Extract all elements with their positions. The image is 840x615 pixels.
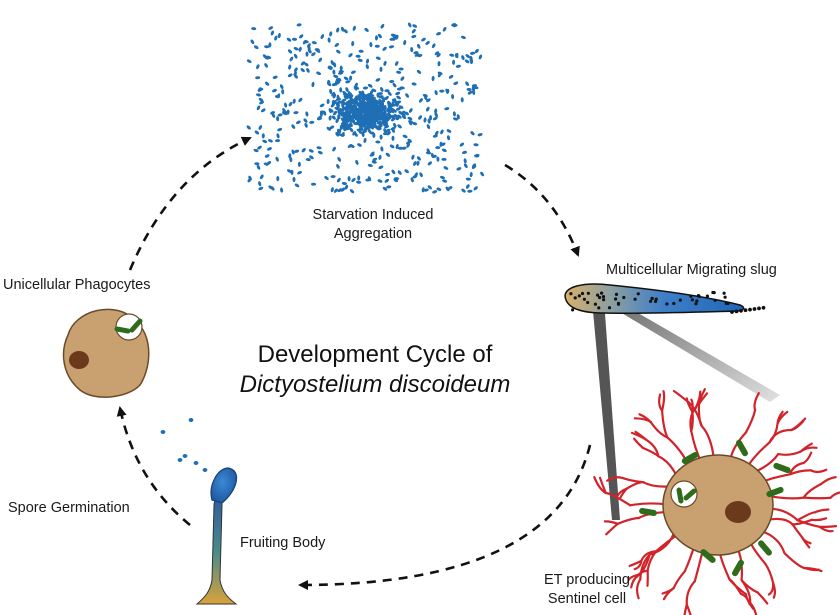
sentinel-label-line2: Sentinel cell	[547, 591, 627, 607]
aggregation-label-line1: Starvation Induced	[312, 207, 434, 223]
sentinel-label-line1: ET producing	[544, 572, 630, 588]
figure-title-line2: Dictyostelium discoideum	[239, 371, 511, 398]
spores-icon	[160, 418, 208, 472]
figure-title: Development Cycle of Dictyostelium disco…	[195, 340, 555, 400]
arrow-fruiting-to-phagocyte	[116, 406, 191, 527]
cycle-arrows	[116, 136, 592, 590]
arrow-phagocyte-to-aggregation	[128, 136, 252, 271]
figure-title-line1: Development Cycle of	[257, 341, 493, 368]
aggregation-label: Starvation Induced Aggregation	[293, 206, 453, 244]
migrating-slug-icon	[564, 283, 766, 315]
aggregate-cluster-icon	[246, 22, 485, 194]
slug-label: Multicellular Migrating slug	[606, 262, 777, 278]
phagocyte-cell-icon	[62, 308, 150, 398]
fruiting-body-icon	[195, 467, 238, 605]
sentinel-label: ET producing Sentinel cell	[527, 571, 647, 609]
arrow-aggregation-to-slug	[504, 163, 580, 257]
sentinel-cell-icon	[593, 388, 840, 615]
phagocytes-label: Unicellular Phagocytes	[3, 277, 151, 293]
zoom-beams	[592, 298, 780, 520]
aggregation-label-line2: Aggregation	[333, 226, 413, 242]
arrow-slug-to-fruiting	[298, 444, 592, 590]
fruiting-body-label: Fruiting Body	[240, 535, 326, 551]
spore-germination-label: Spore Germination	[8, 500, 130, 516]
